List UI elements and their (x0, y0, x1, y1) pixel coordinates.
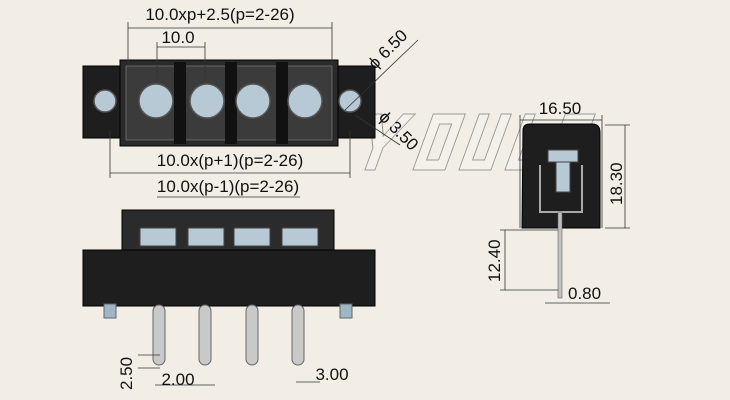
pin (245, 304, 259, 366)
front-base (82, 249, 376, 307)
mount-screw-icon (338, 89, 362, 113)
pin (291, 304, 305, 366)
overall-length-dim: 10.0xp+2.5(p=2-26) (145, 5, 294, 24)
top-view: 10.0xp+2.5(p=2-26) 10.0 10.0x(p+1)(p=2-2… (82, 5, 422, 198)
mount-spacing-dim: 10.0x(p+1)(p=2-26) (157, 151, 303, 170)
terminal-screw-icon (235, 83, 271, 119)
screws (93, 83, 362, 119)
side-width-dim: 16.50 (539, 99, 582, 118)
pitch-dim: 10.0 (161, 28, 194, 47)
mount-screw-icon (93, 89, 117, 113)
side-screw-icon (547, 149, 579, 163)
side-view: 16.50 18.30 12.40 0.80 (485, 99, 630, 304)
side-pin (557, 211, 563, 299)
front-screws (139, 227, 319, 247)
mount-hole-dia-dim: ϕ 6.50 (364, 26, 411, 73)
side-height-dim: 18.30 (607, 162, 626, 205)
pin-thickness-dim: 0.80 (568, 284, 601, 303)
pin-span-dim: 10.0x(p-1)(p=2-26) (157, 177, 299, 196)
pin (152, 304, 166, 366)
pin (198, 304, 212, 366)
pin-offset-dim: 2.50 (117, 357, 136, 390)
terminal-screw-icon (189, 83, 225, 119)
pin-width-dim: 2.00 (161, 370, 194, 389)
terminal-screw-icon (138, 83, 174, 119)
front-view: 2.50 2.00 3.00 (82, 209, 376, 390)
pin-hole-spacing-dim: 3.00 (315, 365, 348, 384)
pin-length-dim: 12.40 (485, 239, 504, 282)
terminal-screw-icon (287, 83, 323, 119)
